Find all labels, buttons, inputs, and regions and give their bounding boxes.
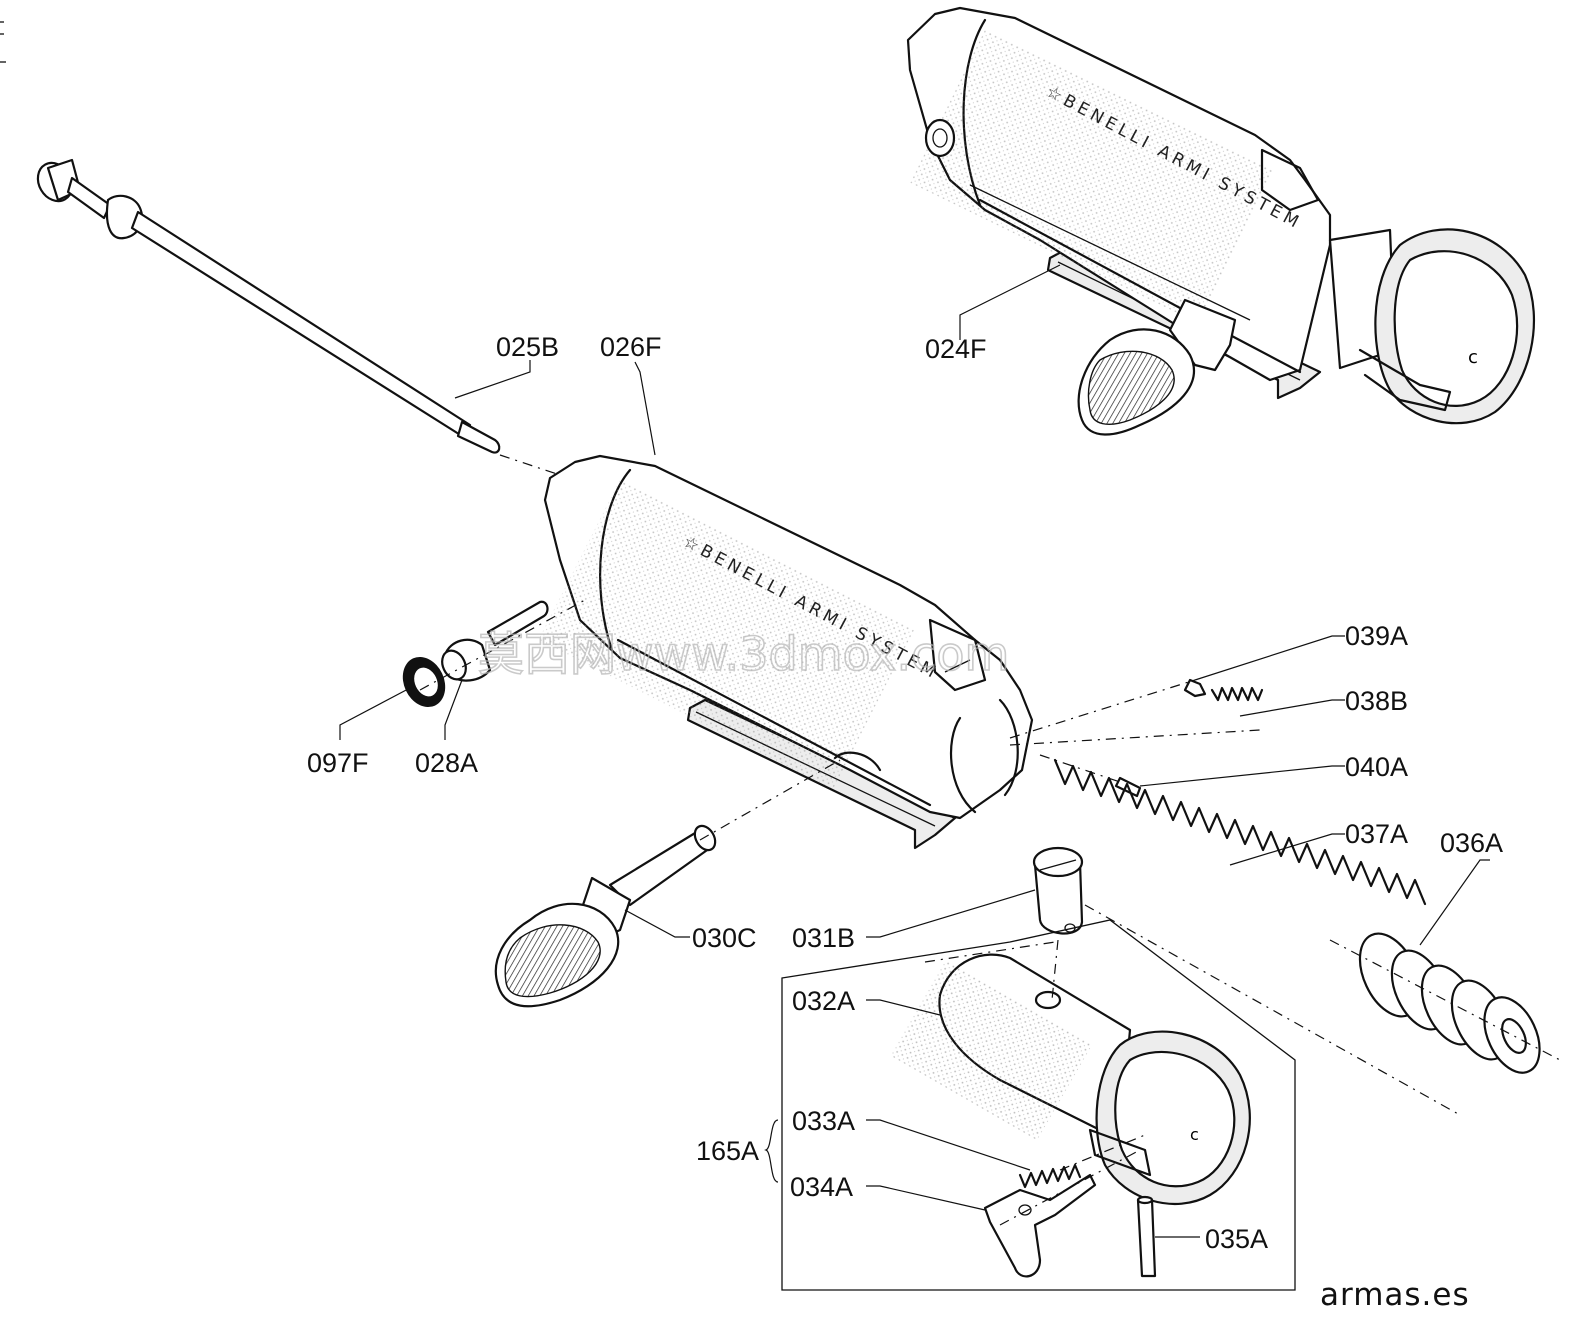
label-165a: 165A xyxy=(696,1136,759,1166)
part-labels: 025B 026F 024F 039A 038B 040A 037A 036A … xyxy=(307,332,1503,1254)
armas-logo: armas.es xyxy=(1320,1277,1470,1313)
label-028a: 028A xyxy=(415,748,478,778)
leader-lines xyxy=(339,264,1490,1238)
assembled-bolt-024f: c ☆BENELLI ARMI SYSTEM xyxy=(906,6,1536,436)
label-034a: 034A xyxy=(790,1172,853,1202)
buffer-spring-036a xyxy=(1358,932,1541,1074)
center-lines xyxy=(419,454,1561,1226)
label-024f: 024F xyxy=(925,334,987,364)
label-097f: 097F xyxy=(307,748,369,778)
corner-marks xyxy=(0,21,6,63)
bolt-head-mark: c xyxy=(1468,347,1478,368)
bolt-head-assembly-165a: c xyxy=(781,919,1296,1291)
bolt-carrier-026f: ☆BENELLI ARMI SYSTEM xyxy=(538,454,1034,850)
label-040a: 040A xyxy=(1345,752,1408,782)
label-036a: 036A xyxy=(1440,828,1503,858)
firing-pin-025b xyxy=(36,158,501,454)
small-pin-039a xyxy=(1183,678,1207,698)
recoil-spring-037a xyxy=(1053,758,1427,906)
cam-pin-031b xyxy=(1032,846,1084,935)
label-025b: 025B xyxy=(496,332,559,362)
label-035a: 035A xyxy=(1205,1224,1268,1254)
label-031b: 031B xyxy=(792,923,855,953)
label-037a: 037A xyxy=(1345,819,1408,849)
cocking-handle-030c xyxy=(494,824,717,1008)
bolt-head-mark-2: c xyxy=(1190,1125,1199,1144)
label-038b: 038B xyxy=(1345,686,1408,716)
label-039a: 039A xyxy=(1345,621,1408,651)
label-033a: 033A xyxy=(792,1106,855,1136)
watermark: 莫西网www.3dmox.com xyxy=(478,627,1009,681)
label-032a: 032A xyxy=(792,986,855,1016)
label-026f: 026F xyxy=(600,332,662,362)
label-030c: 030C xyxy=(692,923,757,953)
small-spring-038b xyxy=(1210,686,1264,702)
